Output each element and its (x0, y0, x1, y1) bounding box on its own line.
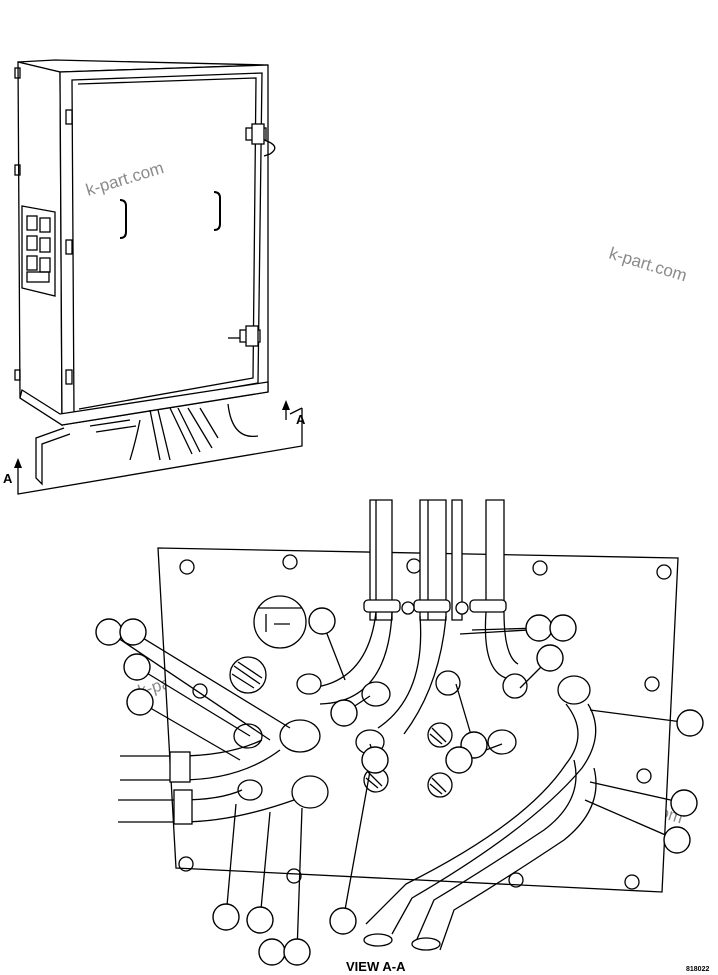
section-marker-right: A (296, 412, 306, 427)
callout-bubble (536, 644, 564, 672)
callout-bubble (119, 618, 147, 646)
cabinet-base-hoses (35, 403, 259, 486)
door-handle-right (213, 191, 221, 231)
callout-bubbles (95, 607, 704, 966)
side-connector-panel (21, 205, 56, 297)
view-caption: VIEW A-A (346, 959, 406, 974)
callout-bubble (95, 618, 123, 646)
callout-bubble (308, 607, 336, 635)
callout-bubble (329, 907, 357, 935)
incoming-hoses (309, 499, 519, 735)
callout-bubble (445, 746, 473, 774)
figure-code: 818022 (686, 966, 709, 973)
callout-bubble (525, 614, 553, 642)
callout-bubble (283, 938, 311, 966)
callout-bubble (212, 903, 240, 931)
upper-latch (245, 123, 276, 157)
section-marker-left: A (3, 471, 13, 486)
callout-bubble (670, 789, 698, 817)
electrical-cabinet: A A (3, 59, 306, 495)
callout-bubble (663, 826, 691, 854)
callout-bubble (246, 906, 274, 934)
callout-bubble (361, 746, 389, 774)
callout-bubble (549, 614, 577, 642)
callout-bubble (126, 688, 154, 716)
callout-bubble (330, 699, 358, 727)
door-handle-left (119, 199, 127, 239)
lower-latch (228, 325, 261, 347)
left-outgoing-hoses (118, 739, 295, 825)
callout-bubble (676, 709, 704, 737)
section-cut-line (14, 400, 303, 495)
lower-outgoing-hoses (363, 703, 597, 951)
callout-bubble (123, 653, 151, 681)
watermark: k-part.com (607, 244, 689, 286)
callout-bubble (258, 938, 286, 966)
